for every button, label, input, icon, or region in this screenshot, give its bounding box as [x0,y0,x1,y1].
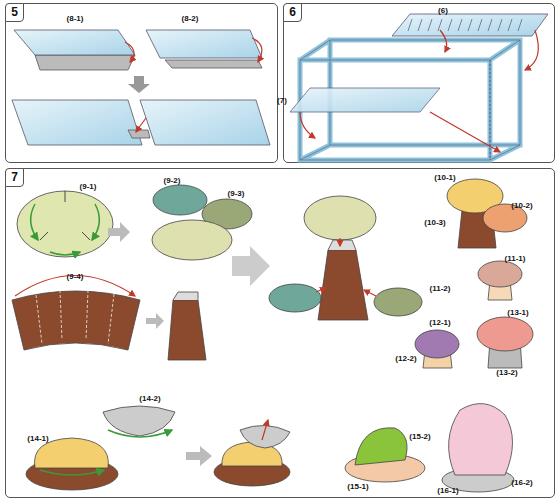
part-number: (16-2) [511,478,532,487]
panel7-art [12,179,533,492]
part-number: (12-2) [395,354,416,363]
part-number: (9-3) [228,189,245,198]
part-number: (16-1) [437,486,458,495]
part-number: (13-2) [496,368,517,377]
panel5-art [12,30,270,145]
part-number: (6) [438,6,448,15]
part-number: (10-2) [511,201,532,210]
part-number: (15-1) [347,482,368,491]
part-number: (10-1) [434,173,455,182]
part-number: (14-2) [139,394,160,403]
part-number: (8-2) [182,14,199,23]
part-number: (13-1) [507,308,528,317]
part-number: (9-4) [67,272,84,281]
panel6-art [290,14,548,160]
part-number: (14-1) [27,434,48,443]
part-number: (9-1) [80,182,97,191]
part-number: (11-1) [505,254,526,263]
part-number: (9-2) [164,176,181,185]
step-number: 5 [5,3,24,22]
part-number: (12-1) [429,318,450,327]
part-number: (15-2) [409,432,430,441]
step-number: 7 [5,168,24,187]
part-number: (7) [277,96,287,105]
part-number: (11-2) [430,284,451,293]
step-number: 6 [283,3,302,22]
part-number: (8-1) [67,14,84,23]
part-number: (10-3) [424,218,445,227]
